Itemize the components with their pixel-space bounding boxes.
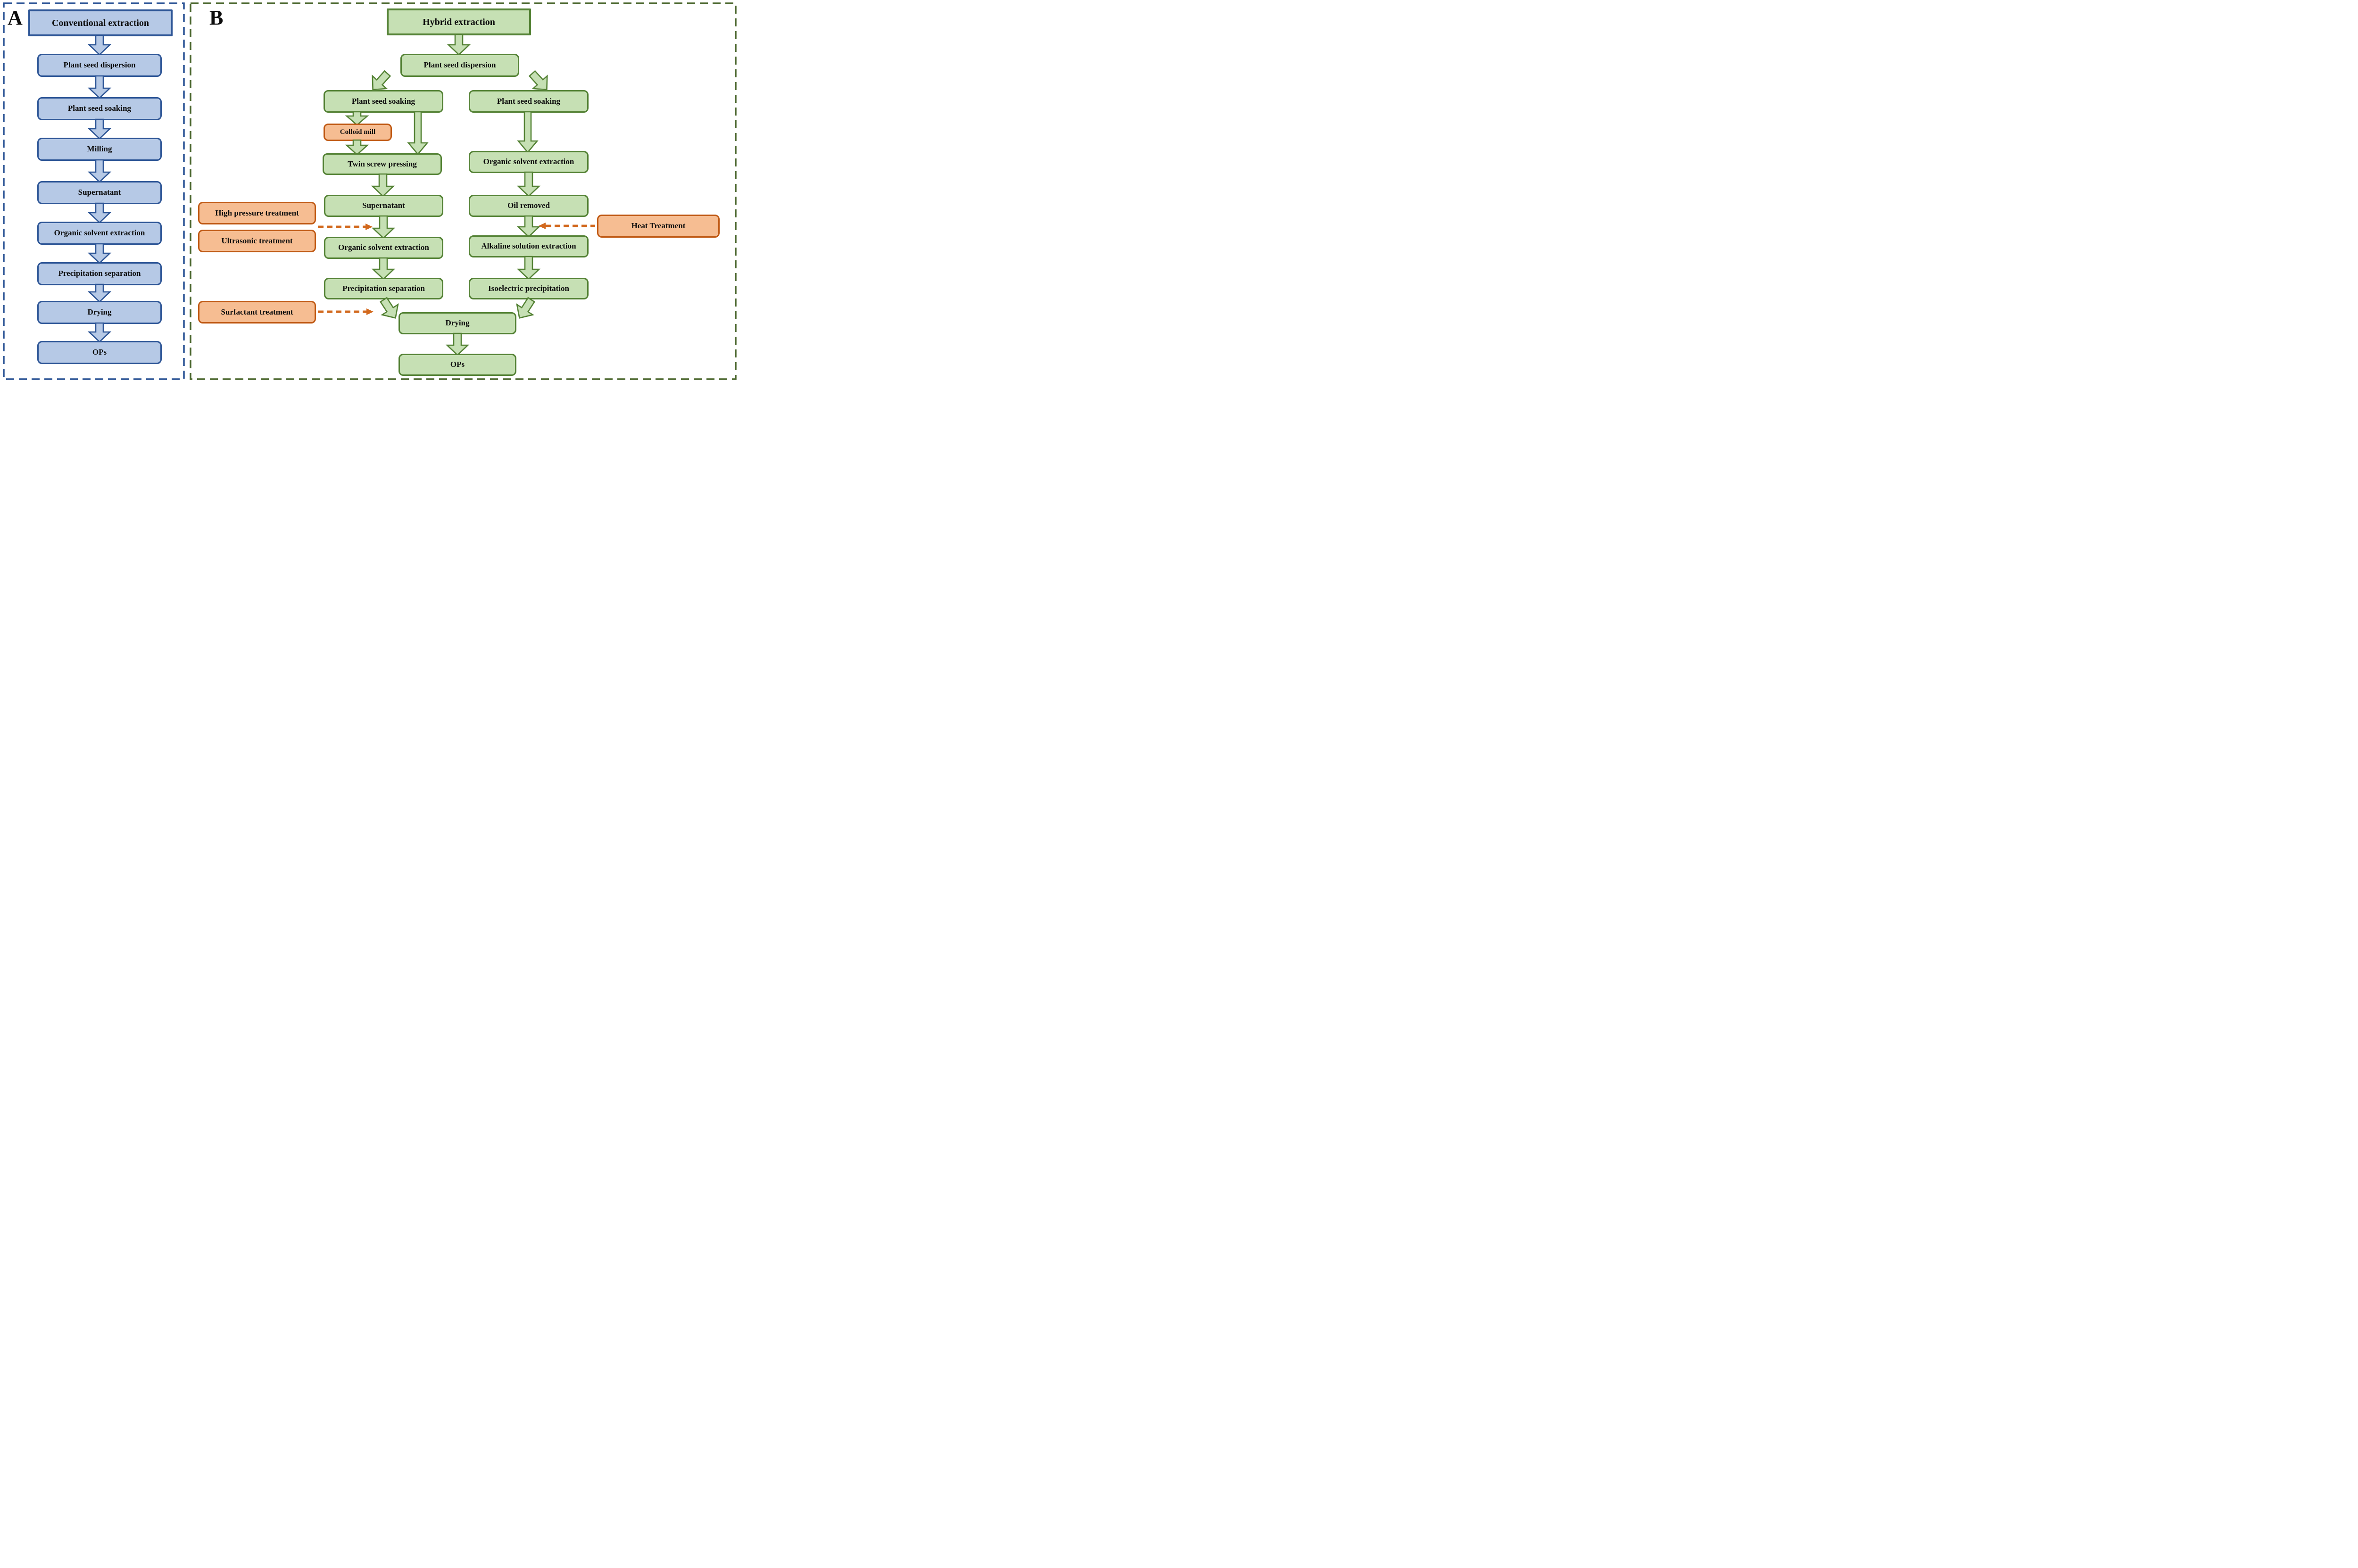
panel-b-label: B xyxy=(209,6,224,29)
dashed-arrow-right-icon xyxy=(318,224,373,230)
flow-box-a-supernatant: Supernatant xyxy=(37,181,162,204)
arrow-down-icon xyxy=(87,75,112,99)
flow-box-b-right-organic-solvent-extraction: Organic solvent extraction xyxy=(469,151,589,173)
arrow-down-icon xyxy=(516,171,541,197)
flow-box-b-supernatant: Supernatant xyxy=(324,195,443,217)
flow-box-b-twin-screw-pressing: Twin screw pressing xyxy=(323,153,442,175)
flow-box-b-isoelectric-precipitation: Isoelectric precipitation xyxy=(469,278,589,299)
arrow-down-icon xyxy=(407,111,429,156)
hybrid-extraction-title-box: Hybrid extraction xyxy=(387,8,531,35)
treatment-box-ultrasonic: Ultrasonic treatment xyxy=(198,230,316,252)
flow-box-b-plant-seed-dispersion: Plant seed dispersion xyxy=(400,54,519,77)
flow-box-b-drying: Drying xyxy=(399,312,516,334)
conventional-extraction-title-box: Conventional extraction xyxy=(28,9,173,36)
flow-box-a-plant-seed-dispersion: Plant seed dispersion xyxy=(37,54,162,77)
dashed-arrow-right-icon xyxy=(318,308,374,315)
treatment-box-heat: Heat Treatment xyxy=(597,215,720,238)
flow-box-b-precipitation-separation: Precipitation separation xyxy=(324,278,443,299)
arrow-down-icon xyxy=(445,332,470,356)
flow-box-a-organic-solvent-extraction: Organic solvent extraction xyxy=(37,222,162,245)
arrow-down-icon xyxy=(345,111,369,126)
arrow-down-icon xyxy=(87,159,112,183)
arrow-down-icon xyxy=(87,243,112,264)
arrow-down-icon xyxy=(371,257,396,280)
arrow-down-icon xyxy=(447,33,471,56)
arrow-down-right-icon xyxy=(528,70,548,91)
arrow-down-icon xyxy=(516,256,541,280)
arrow-down-icon xyxy=(371,173,395,197)
flow-box-b-left-organic-solvent-extraction: Organic solvent extraction xyxy=(324,237,443,259)
arrow-down-left-icon xyxy=(372,70,391,91)
arrow-down-left-icon xyxy=(516,297,536,319)
arrow-down-right-icon xyxy=(379,297,399,319)
flow-box-b-colloid-mill: Colloid mill xyxy=(324,124,392,141)
flow-box-a-milling: Milling xyxy=(37,138,162,161)
arrow-down-icon xyxy=(371,215,396,239)
arrow-down-icon xyxy=(87,283,112,303)
dashed-arrow-left-icon xyxy=(539,223,595,229)
arrow-down-icon xyxy=(87,202,112,224)
flow-box-b-oil-removed: Oil removed xyxy=(469,195,589,217)
treatment-box-surfactant: Surfactant treatment xyxy=(198,301,316,324)
flow-box-b-ops: OPs xyxy=(399,354,516,376)
flow-box-b-alkaline-solution-extraction: Alkaline solution extraction xyxy=(469,235,589,257)
extraction-flowchart-figure: A Conventional extraction Plant seed dis… xyxy=(0,0,739,383)
arrow-down-icon xyxy=(517,111,539,154)
arrow-down-icon xyxy=(345,139,369,156)
arrow-down-icon xyxy=(87,34,112,56)
treatment-box-high-pressure: High pressure treatment xyxy=(198,202,316,224)
flow-box-a-drying: Drying xyxy=(37,301,162,324)
arrow-down-icon xyxy=(87,118,112,140)
flow-box-b-left-plant-seed-soaking: Plant seed soaking xyxy=(324,90,443,113)
flow-box-b-right-plant-seed-soaking: Plant seed soaking xyxy=(469,90,589,113)
panel-a-label: A xyxy=(8,6,23,29)
arrow-down-icon xyxy=(87,322,112,343)
flow-box-a-precipitation-separation: Precipitation separation xyxy=(37,262,162,285)
flow-box-a-ops: OPs xyxy=(37,341,162,364)
flow-box-a-plant-seed-soaking: Plant seed soaking xyxy=(37,97,162,120)
arrow-down-icon xyxy=(516,215,541,238)
